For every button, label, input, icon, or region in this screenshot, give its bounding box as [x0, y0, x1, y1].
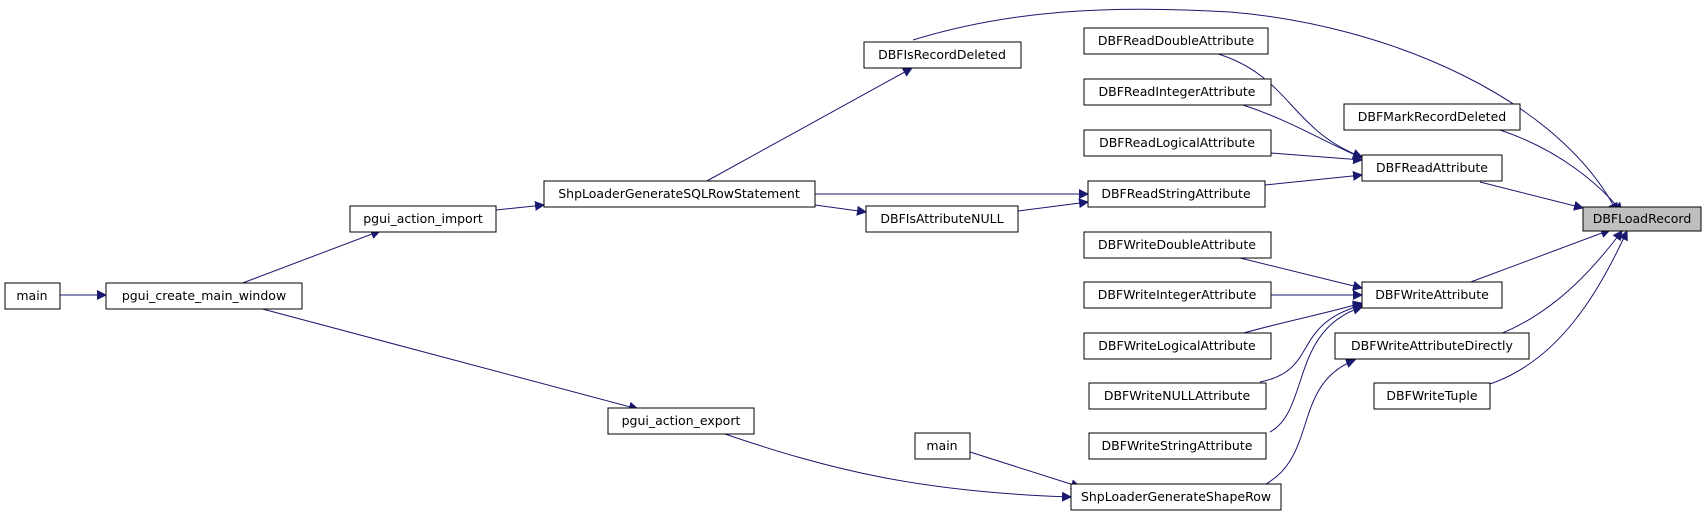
node-pgui-action-export[interactable]: pgui_action_export — [607, 407, 755, 435]
edge-pgui-action-export-to-shploadergenerateshaperow — [721, 432, 1072, 502]
node-label: DBFWriteIntegerAttribute — [1098, 287, 1257, 302]
node-label: DBFWriteNULLAttribute — [1104, 388, 1251, 403]
node-dbfwriteattributedirectly[interactable]: DBFWriteAttributeDirectly — [1334, 332, 1530, 360]
node-dbfisattributenull[interactable]: DBFIsAttributeNULL — [865, 205, 1019, 233]
edge-dbfreadlogicalattribute-to-dbfreadattribute — [1270, 152, 1363, 165]
node-dbfwritetuple[interactable]: DBFWriteTuple — [1373, 382, 1491, 410]
edge-dbfwritestringattribute-to-dbfwriteattribute — [1269, 304, 1363, 433]
edge-dbfwritenullattribute-to-dbfwriteattribute — [1259, 302, 1363, 383]
node-dbfloadrecord[interactable]: DBFLoadRecord — [1582, 206, 1702, 232]
edges — [60, 8, 1628, 502]
node-label: DBFWriteDoubleAttribute — [1098, 237, 1256, 252]
edge-dbfwritedoubleattribute-to-dbfwriteattribute — [1239, 257, 1363, 291]
node-label: ShpLoaderGenerateSQLRowStatement — [558, 186, 800, 201]
node-label: DBFReadDoubleAttribute — [1098, 33, 1255, 48]
edge-dbfwritelogicalattribute-to-dbfwriteattribute — [1239, 300, 1363, 335]
node-label: DBFWriteAttribute — [1375, 287, 1489, 302]
node-label: DBFReadIntegerAttribute — [1099, 84, 1256, 99]
node-label: DBFWriteLogicalAttribute — [1098, 338, 1256, 353]
edge-pgui-create-main-window-to-pgui-action-export — [254, 306, 639, 412]
node-label: DBFWriteStringAttribute — [1102, 438, 1253, 453]
edge-pgui-create-main-window-to-pgui-action-import — [239, 229, 381, 285]
edge-dbfwritetuple-to-dbfloadrecord — [1489, 230, 1628, 385]
node-label: pgui_action_export — [622, 413, 741, 428]
edge-shploadergeneratesqlrowstatement-to-dbfisrecorddeleted — [704, 67, 913, 183]
node-dbfreadintegerattribute[interactable]: DBFReadIntegerAttribute — [1083, 78, 1272, 106]
node-dbfisrecorddeleted[interactable]: DBFIsRecordDeleted — [863, 41, 1022, 69]
edge-pgui-action-import-to-shploadergeneratesqlrowstatement — [495, 200, 545, 211]
node-dbfwritenullattribute[interactable]: DBFWriteNULLAttribute — [1088, 382, 1267, 410]
node-label: DBFWriteTuple — [1386, 388, 1477, 403]
node-label: DBFReadAttribute — [1376, 160, 1488, 175]
edge-dbfwriteattributedirectly-to-dbfloadrecord — [1499, 230, 1623, 335]
node-label: DBFIsRecordDeleted — [878, 47, 1006, 62]
node-dbfwritelogicalattribute[interactable]: DBFWriteLogicalAttribute — [1083, 332, 1272, 360]
node-dbfreadstringattribute[interactable]: DBFReadStringAttribute — [1087, 180, 1266, 208]
node-dbfwritestringattribute[interactable]: DBFWriteStringAttribute — [1088, 432, 1267, 460]
node-shploadergeneratesqlrowstatement[interactable]: ShpLoaderGenerateSQLRowStatement — [543, 180, 816, 208]
node-label: DBFMarkRecordDeleted — [1358, 109, 1506, 124]
node-label: DBFReadLogicalAttribute — [1099, 135, 1255, 150]
node-dbfwriteintegerattribute[interactable]: DBFWriteIntegerAttribute — [1083, 281, 1272, 309]
node-label: pgui_action_import — [363, 211, 483, 226]
node-pgui-create-main-window[interactable]: pgui_create_main_window — [105, 282, 303, 310]
node-main-1[interactable]: main — [4, 282, 61, 310]
node-label: main — [16, 288, 47, 303]
node-dbfmarkrecorddeleted[interactable]: DBFMarkRecordDeleted — [1343, 103, 1521, 131]
edge-main-to-shploadergenerateshaperow — [969, 451, 1081, 490]
edge-dbfreadstringattribute-to-dbfreadattribute — [1264, 170, 1363, 186]
edge-dbfreadattribute-to-dbfloadrecord — [1479, 181, 1584, 211]
node-pgui-action-import[interactable]: pgui_action_import — [349, 205, 497, 233]
node-main-2[interactable]: main — [914, 432, 971, 460]
node-label: main — [926, 438, 957, 453]
node-label: DBFReadStringAttribute — [1101, 186, 1251, 201]
node-dbfwriteattribute[interactable]: DBFWriteAttribute — [1361, 281, 1503, 309]
node-dbfreadattribute[interactable]: DBFReadAttribute — [1361, 154, 1503, 182]
edge-dbfmarkrecorddeleted-to-dbfloadrecord — [1499, 129, 1623, 213]
node-label: pgui_create_main_window — [122, 288, 286, 303]
node-label: DBFIsAttributeNULL — [880, 211, 1003, 226]
node-label: DBFWriteAttributeDirectly — [1351, 338, 1513, 353]
edge-shploadergenerateshaperow-to-dbfwriteattributedirectly — [1259, 358, 1356, 488]
node-dbfwritedoubleattribute[interactable]: DBFWriteDoubleAttribute — [1083, 231, 1272, 259]
edge-dbfreadintegerattribute-to-dbfreadattribute — [1239, 103, 1363, 160]
node-dbfreadlogicalattribute[interactable]: DBFReadLogicalAttribute — [1083, 129, 1272, 157]
edge-shploadergeneratesqlrowstatement-to-dbfisattributenull — [814, 204, 867, 216]
node-label: DBFLoadRecord — [1593, 211, 1692, 226]
node-shploadergenerateshaperow[interactable]: ShpLoaderGenerateShapeRow — [1070, 483, 1282, 511]
edge-dbfwriteattribute-to-dbfloadrecord — [1467, 228, 1611, 284]
edge-dbfisrecorddeleted-to-dbfloadrecord — [912, 8, 1618, 213]
edge-dbfreaddoubleattribute-to-dbfreadattribute — [1214, 52, 1363, 159]
node-label: ShpLoaderGenerateShapeRow — [1081, 489, 1271, 504]
edge-dbfisattributenull-to-dbfreadstringattribute — [1017, 198, 1089, 212]
node-dbfreaddoubleattribute[interactable]: DBFReadDoubleAttribute — [1083, 27, 1269, 55]
